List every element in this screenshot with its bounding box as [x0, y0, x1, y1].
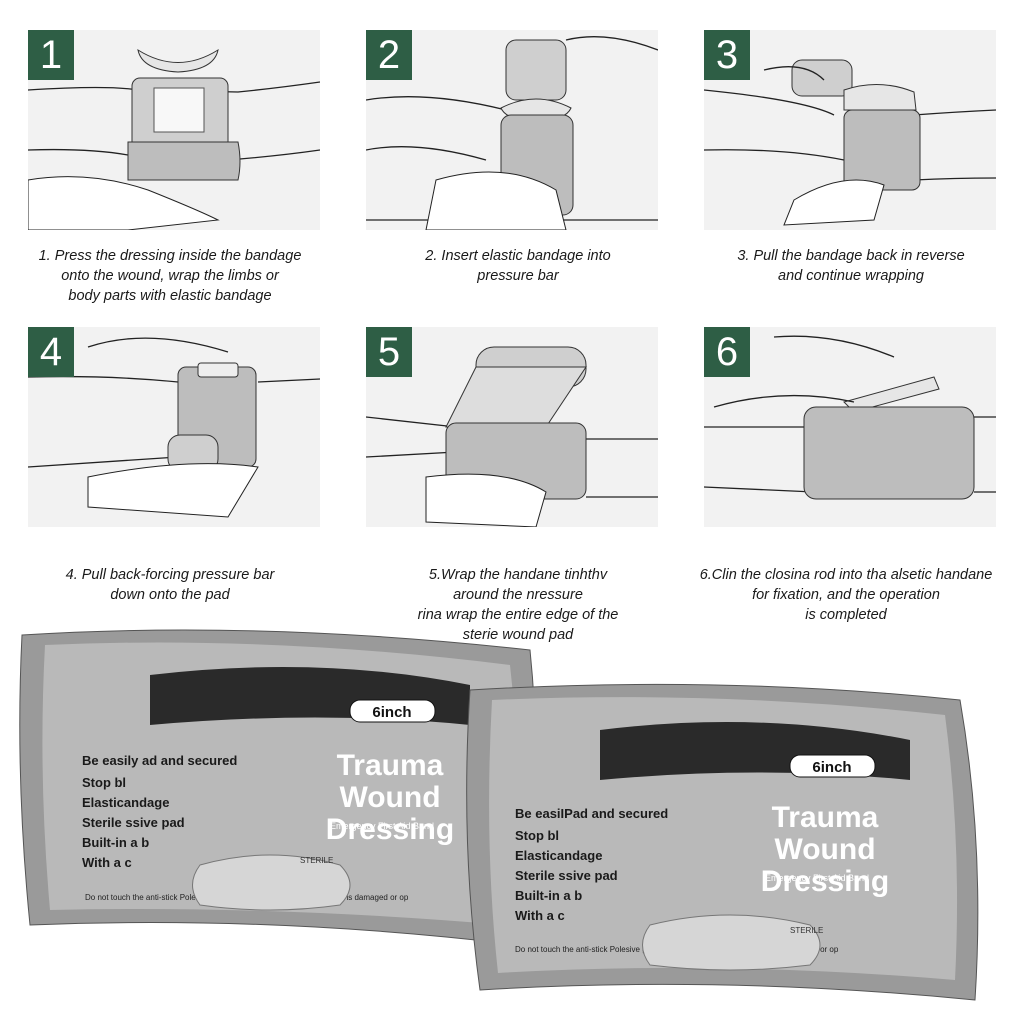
arm-bandage-illustration	[704, 59, 996, 226]
package-1-feature-1: Be easily ad and secured	[82, 753, 237, 768]
package-1-feature-5: Built-in a b	[82, 835, 149, 850]
package-2-title-2: Wound	[774, 833, 875, 866]
package-1-feature-6: With a c	[82, 855, 132, 870]
step-1-illustration: 1	[28, 30, 320, 230]
package-2-feature-1: Be easiIPad and secured	[515, 806, 668, 821]
package-2-feature-5: Built-in a b	[515, 888, 582, 903]
step-3-badge: 3	[704, 30, 750, 80]
arm-bandage-illustration	[366, 346, 658, 527]
package-2-feature-2: Stop bl	[515, 828, 559, 843]
package-2-size: 6inch	[812, 759, 851, 776]
step-2-illustration: 2	[366, 30, 658, 230]
step-3-illustration: 3	[704, 30, 996, 230]
step-6-illustration: 6	[704, 327, 996, 527]
step-4-caption: 4. Pull back-forcing pressure bar down o…	[65, 567, 275, 603]
step-1-caption: 1. Press the dressing inside the bandage…	[38, 248, 302, 304]
package-1-sterile-label: STERILE	[300, 856, 333, 865]
package-2-feature-3: Elasticandage	[515, 848, 602, 863]
step-4-illustration: 4	[28, 327, 320, 527]
arm-bandage-illustration	[28, 337, 320, 518]
package-2-title-3: Dressing	[761, 865, 889, 898]
step-2-badge: 2	[366, 30, 412, 80]
package-1-subtitle: Emergency First Aid Band	[330, 821, 434, 831]
step-6-badge: 6	[704, 327, 750, 377]
package-1-title-3: Dressing	[326, 813, 454, 846]
package-illustration: 6inch Trauma Wound Dressing Emergency Fi…	[19, 629, 979, 1001]
package-1-feature-2: Stop bl	[82, 775, 126, 790]
arm-bandage-illustration	[28, 48, 320, 230]
product-packages: 6inch Trauma Wound Dressing Emergency Fi…	[0, 615, 1024, 1024]
package-2-sterile-label: STERILE	[790, 926, 823, 935]
package-2-subtitle: Emergency First Aid Band	[765, 873, 869, 883]
package-2-title-1: Trauma	[772, 801, 879, 834]
package-1-title-1: Trauma	[337, 749, 444, 782]
step-5-caption: 5.Wrap the handane tinhthv around the nr…	[417, 567, 619, 643]
step-2-caption: 2. Insert elastic bandage into pressure …	[425, 248, 611, 284]
step-5-illustration: 5	[366, 327, 658, 527]
package-2-feature-6: With a c	[515, 908, 565, 923]
package-1-size: 6inch	[372, 704, 411, 721]
arm-bandage-illustration	[366, 36, 658, 230]
package-2: 6inch Trauma Wound Dressing Emergency Fi…	[466, 683, 979, 1001]
package-1-title-2: Wound	[339, 781, 440, 814]
package-1-feature-4: Sterile ssive pad	[82, 815, 185, 830]
step-1-badge: 1	[28, 30, 74, 80]
step-4-badge: 4	[28, 327, 74, 377]
step-6-caption: 6.Clin the closina rod into tha alsetic …	[699, 567, 993, 623]
arm-bandage-illustration	[704, 335, 996, 500]
step-3-caption: 3. Pull the bandage back in reverse and …	[737, 248, 965, 284]
package-1-feature-3: Elasticandage	[82, 795, 169, 810]
package-2-feature-4: Sterile ssive pad	[515, 868, 618, 883]
package-1: 6inch Trauma Wound Dressing Emergency Fi…	[19, 629, 537, 946]
step-5-badge: 5	[366, 327, 412, 377]
